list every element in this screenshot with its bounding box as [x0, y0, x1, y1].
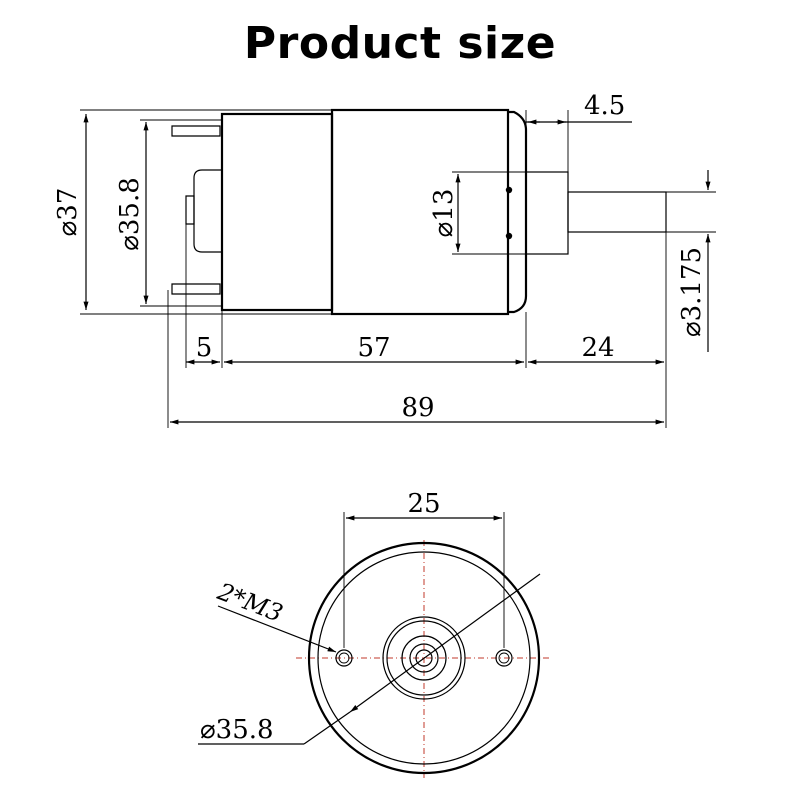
rear-terminal-top: [171, 125, 221, 137]
dim-outer-diameter: ⌀37: [53, 188, 83, 237]
dim-boss-length: 4.5: [584, 91, 625, 121]
rear-bushing-tip: [185, 195, 195, 225]
motor-body: [330, 108, 510, 316]
front-chamfer: [508, 110, 528, 314]
shaft-end: [415, 649, 433, 667]
mount-hole-left: [335, 649, 353, 667]
dim-body-diameter: ⌀35.8: [115, 177, 145, 251]
page-title: Product size: [243, 18, 557, 69]
dim-shaft-diameter: ⌀3.175: [677, 247, 707, 337]
face-outer: [307, 541, 541, 775]
screw-hole-mark: [505, 186, 513, 194]
dim-boss-diameter: ⌀13: [429, 189, 459, 238]
dim-rear-length: 5: [196, 333, 213, 363]
rear-terminal-bottom: [171, 283, 221, 295]
dim-total-length: 89: [401, 393, 434, 423]
rear-bushing: [193, 169, 223, 253]
screw-hole-mark: [505, 232, 513, 240]
end-cap: [220, 112, 334, 312]
boss-outer: [382, 616, 466, 700]
dim-body-length: 57: [357, 333, 390, 363]
label-mount-holes: 2*M3: [213, 577, 287, 628]
face-inner: [317, 551, 531, 765]
dim-shaft-length: 24: [581, 333, 614, 363]
dim-face-diameter: ⌀35.8: [200, 715, 274, 745]
front-boss: [525, 171, 569, 255]
side-view: ⌀37 ⌀35.8 ⌀13 4.5 ⌀3.175 5 57 24: [53, 91, 716, 428]
output-shaft: [567, 191, 667, 233]
front-view: 25 2*M3 ⌀35.8: [198, 489, 552, 778]
dim-hole-spacing: 25: [407, 489, 440, 519]
mount-hole-right: [495, 649, 513, 667]
